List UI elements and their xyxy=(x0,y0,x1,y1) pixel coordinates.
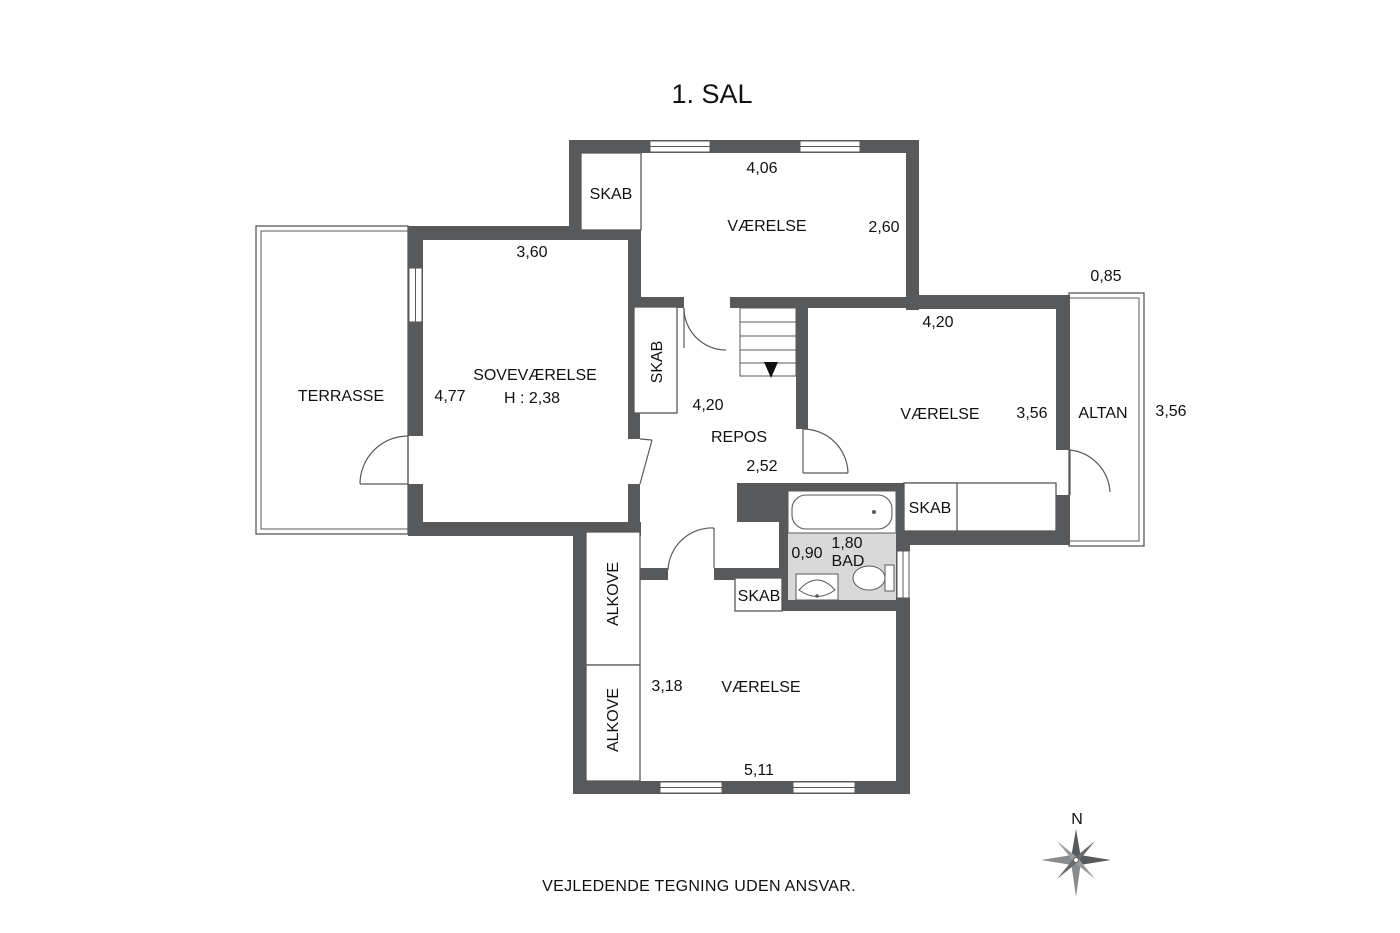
dimension-altan-width: 0,85 xyxy=(1090,268,1121,285)
room-label-right-skab: SKAB xyxy=(909,500,952,517)
dimension-right-vaerelse-depth: 3,56 xyxy=(1016,405,1047,422)
sovevaerelse-height-note: H : 2,38 xyxy=(504,390,560,407)
room-label-sovevaerelse: SOVEVÆRELSE xyxy=(473,367,597,384)
room-label-terrasse: TERRASSE xyxy=(298,388,384,405)
floor-title: 1. SAL xyxy=(671,79,752,109)
room-label-bad: BAD xyxy=(832,553,865,570)
dimension-bad-width: 1,80 xyxy=(831,535,862,552)
compass-rose-icon: N xyxy=(1041,811,1111,897)
room-label-bottom-skab: SKAB xyxy=(738,588,781,605)
interior-walls xyxy=(628,140,910,611)
door-swings xyxy=(359,307,1111,571)
room-label-bottom-vaerelse: VÆRELSE xyxy=(721,679,800,696)
dimension-bottom-vaerelse-depth: 3,18 xyxy=(651,678,682,695)
dimension-bottom-vaerelse-width: 5,11 xyxy=(744,762,774,779)
toilet-icon xyxy=(852,564,895,592)
staircase xyxy=(739,307,797,377)
dimension-right-vaerelse-width: 4,20 xyxy=(922,314,953,331)
closets xyxy=(580,152,1057,782)
room-label-right-vaerelse: VÆRELSE xyxy=(900,406,979,423)
dimension-repos-width: 4,20 xyxy=(692,397,723,414)
dimension-bad-depth: 0,90 xyxy=(791,545,822,562)
room-label-repos-skab: SKAB xyxy=(649,341,666,384)
room-label-altan: ALTAN xyxy=(1078,405,1127,422)
dimension-repos-depth: 2,52 xyxy=(746,458,777,475)
dimension-sovevaerelse-depth: 4,77 xyxy=(434,388,465,405)
sink-icon xyxy=(795,573,839,601)
compass-north-label: N xyxy=(1071,811,1083,828)
room-label-repos: REPOS xyxy=(711,429,767,446)
dimension-sovevaerelse-width: 3,60 xyxy=(516,244,547,261)
disclaimer-footer: VEJLEDENDE TEGNING UDEN ANSVAR. xyxy=(542,878,856,895)
windows xyxy=(408,140,910,794)
room-label-top-vaerelse: VÆRELSE xyxy=(727,218,806,235)
terrasse-outline xyxy=(255,225,409,535)
dimension-top-vaerelse-width: 4,06 xyxy=(746,160,777,177)
dimension-top-vaerelse-depth: 2,60 xyxy=(868,219,899,236)
room-label-alkove-bottom: ALKOVE xyxy=(605,688,622,752)
bathtub-icon xyxy=(787,490,897,534)
room-label-top-skab: SKAB xyxy=(590,186,633,203)
dimension-altan-depth: 3,56 xyxy=(1155,403,1186,420)
stair-direction-arrow-icon xyxy=(764,362,778,378)
room-label-alkove-top: ALKOVE xyxy=(605,562,622,626)
